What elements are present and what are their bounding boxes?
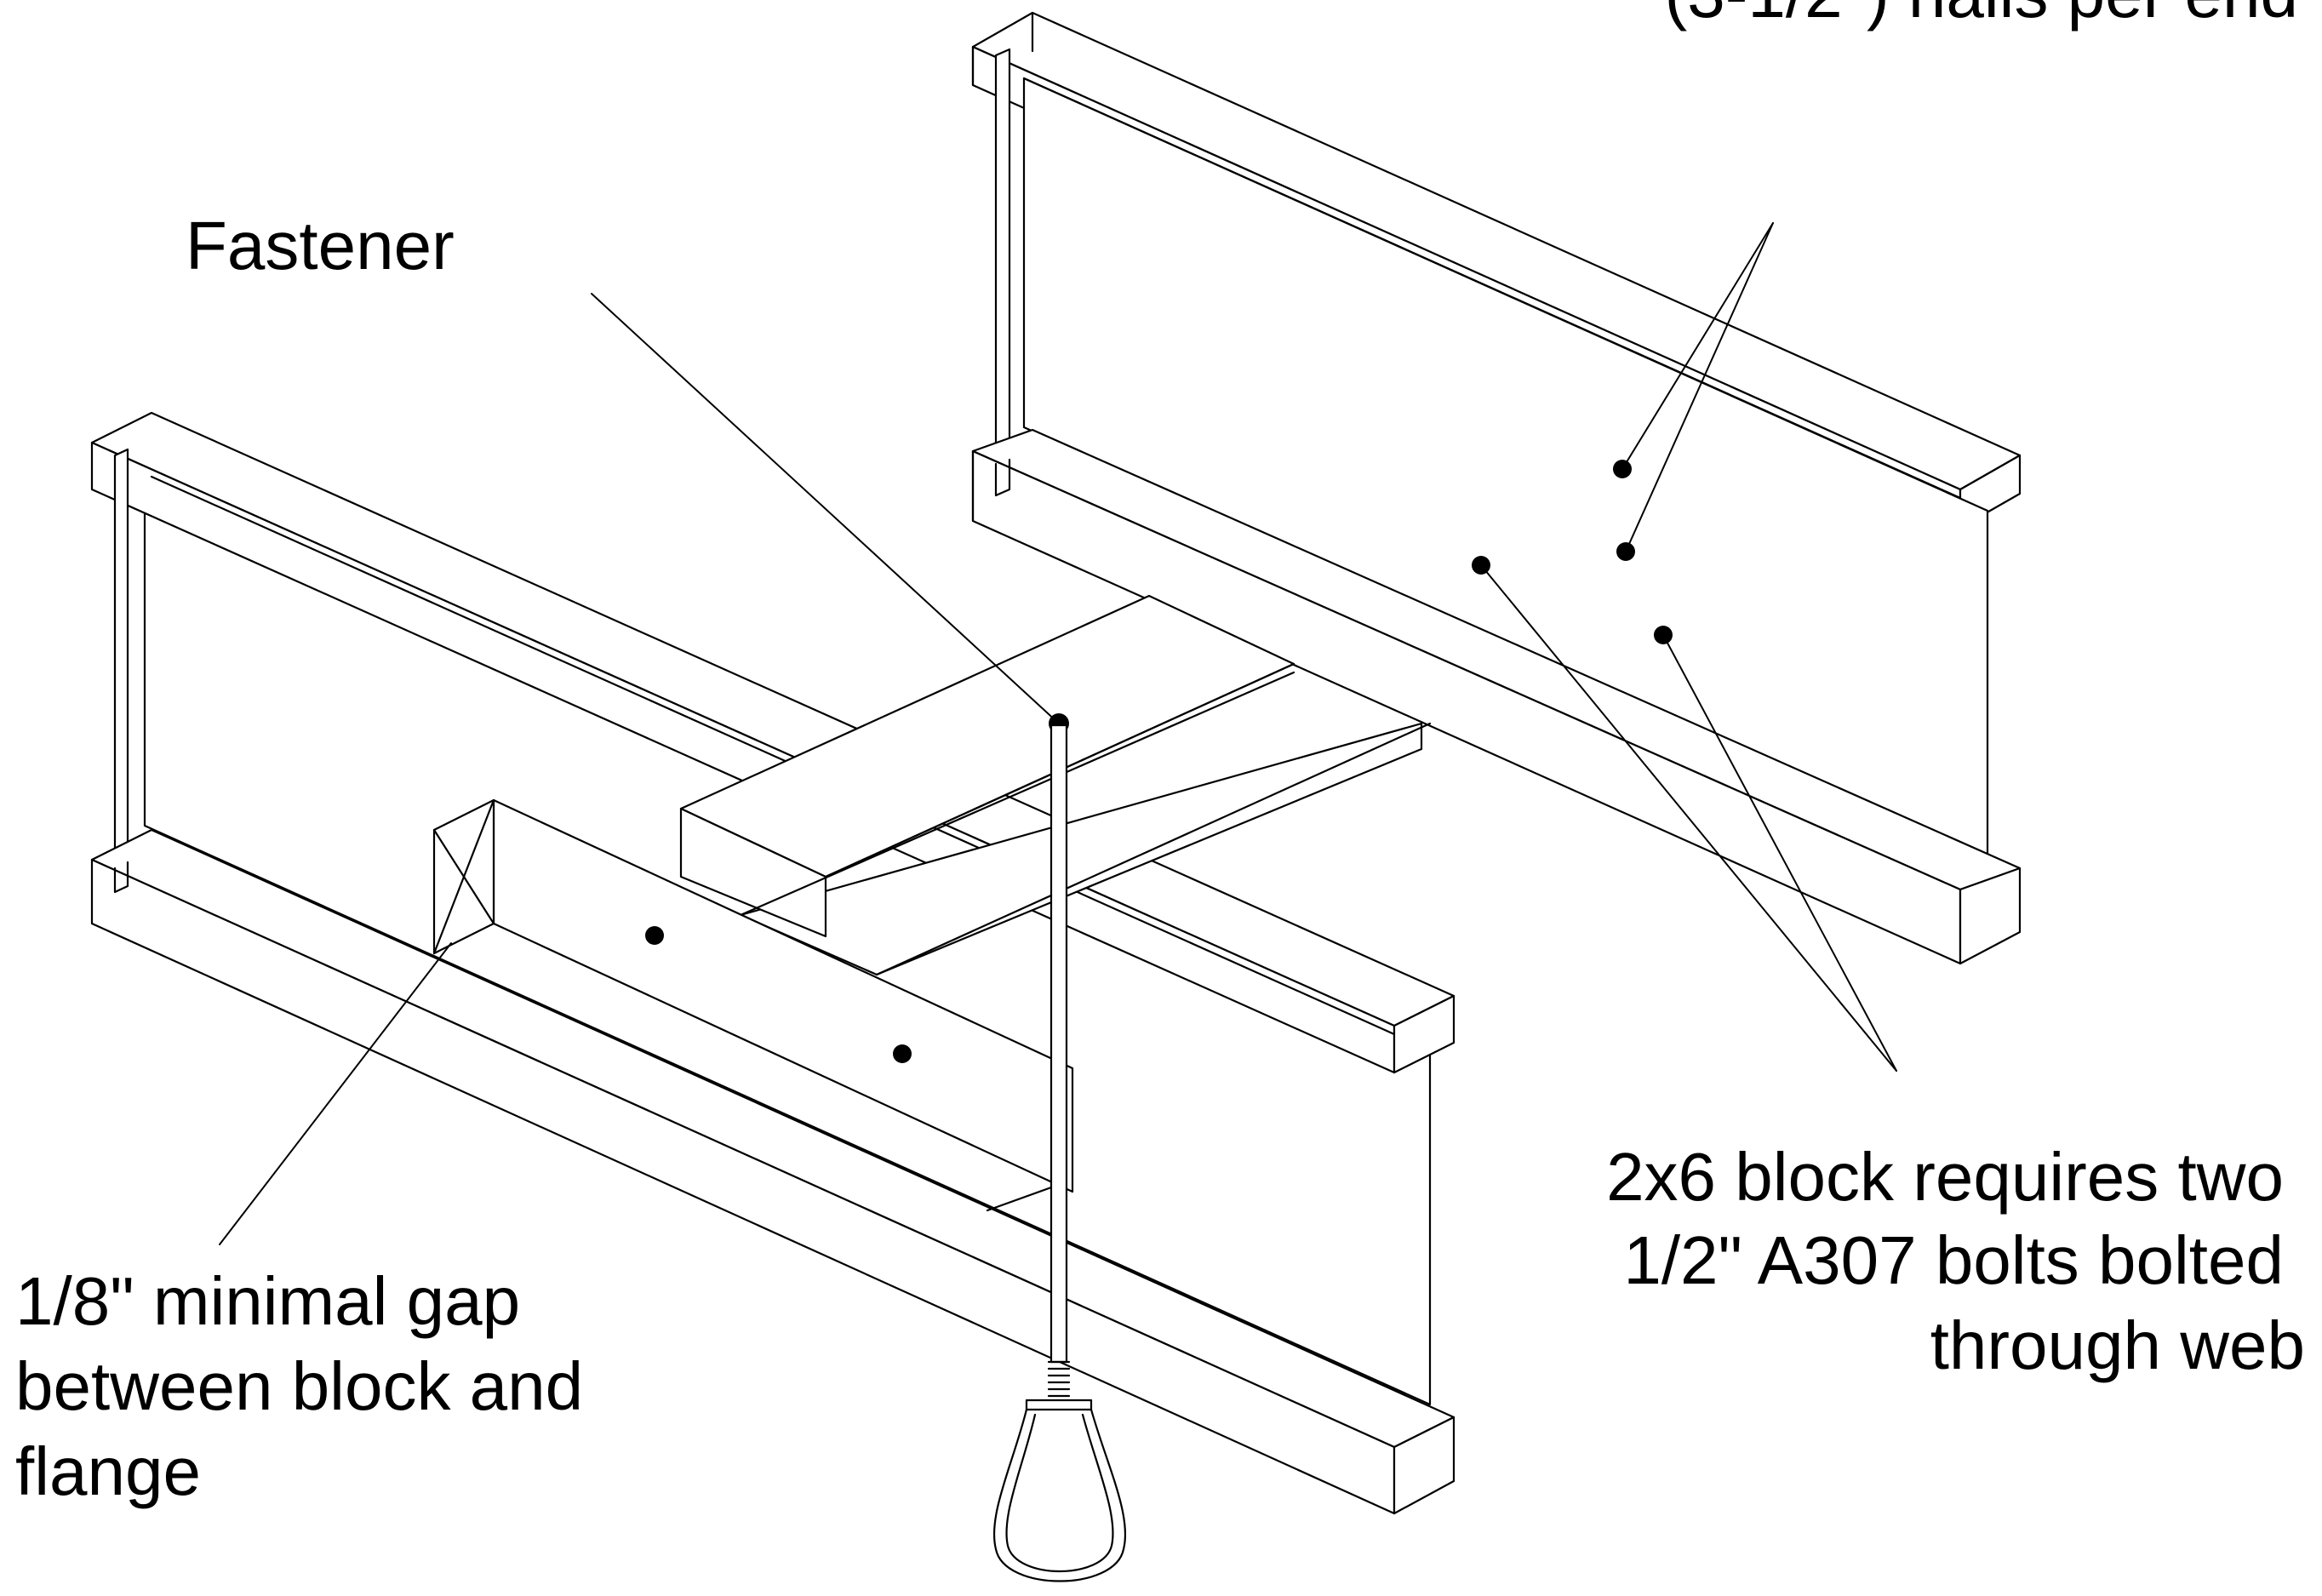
left-joist-end-slot	[113, 448, 129, 859]
bolt-dot-left-1	[645, 926, 664, 945]
gap-label-line1: 1/8" minimal gap	[15, 1263, 520, 1339]
nails-leader-1	[1621, 222, 1774, 470]
left-i-joist	[90, 411, 1456, 1515]
right-i-joist	[971, 11, 2022, 965]
clevis-hanger-loop	[992, 1408, 1127, 1582]
nails-leader-2	[1625, 222, 1774, 552]
gap-label-line3: flange	[15, 1433, 201, 1509]
rod-threads	[1047, 1360, 1071, 1398]
cross-block-face	[679, 807, 827, 938]
leader-lines	[219, 222, 1897, 1245]
bolts-label-line3: through web	[1930, 1307, 2305, 1383]
top-note-label: (3-1/2") nails per end	[1665, 0, 2298, 31]
bolts-leader-1	[1480, 564, 1897, 1072]
right-joist-end-slot	[994, 48, 1011, 480]
cross-block-underside	[739, 722, 1423, 976]
fastener-leader	[591, 293, 1060, 724]
hanger-rod	[1049, 724, 1068, 1364]
gap-label-line2: between block and	[15, 1348, 583, 1424]
left-joist-top-flange-end	[1393, 994, 1456, 1074]
bolts-label-line2: 1/2" A307 bolts bolted	[1623, 1222, 2284, 1298]
bolts-label-line1: 2x6 block requires two	[1606, 1139, 2284, 1215]
left-joist-bottom-flange-end	[1393, 1416, 1456, 1515]
fastener-label: Fastener	[186, 208, 455, 283]
gap-leader	[219, 942, 452, 1245]
hanger-assembly	[992, 724, 1127, 1582]
labels: (3-1/2") nails per end Fastener 2x6 bloc…	[15, 0, 2305, 1509]
2x6-block	[432, 798, 1074, 1212]
cross-block	[679, 594, 1432, 976]
right-joist-bottom-flange-end	[1959, 867, 2022, 965]
bolt-dot-left-2	[893, 1044, 912, 1063]
bolts-leader-2	[1662, 634, 1897, 1072]
